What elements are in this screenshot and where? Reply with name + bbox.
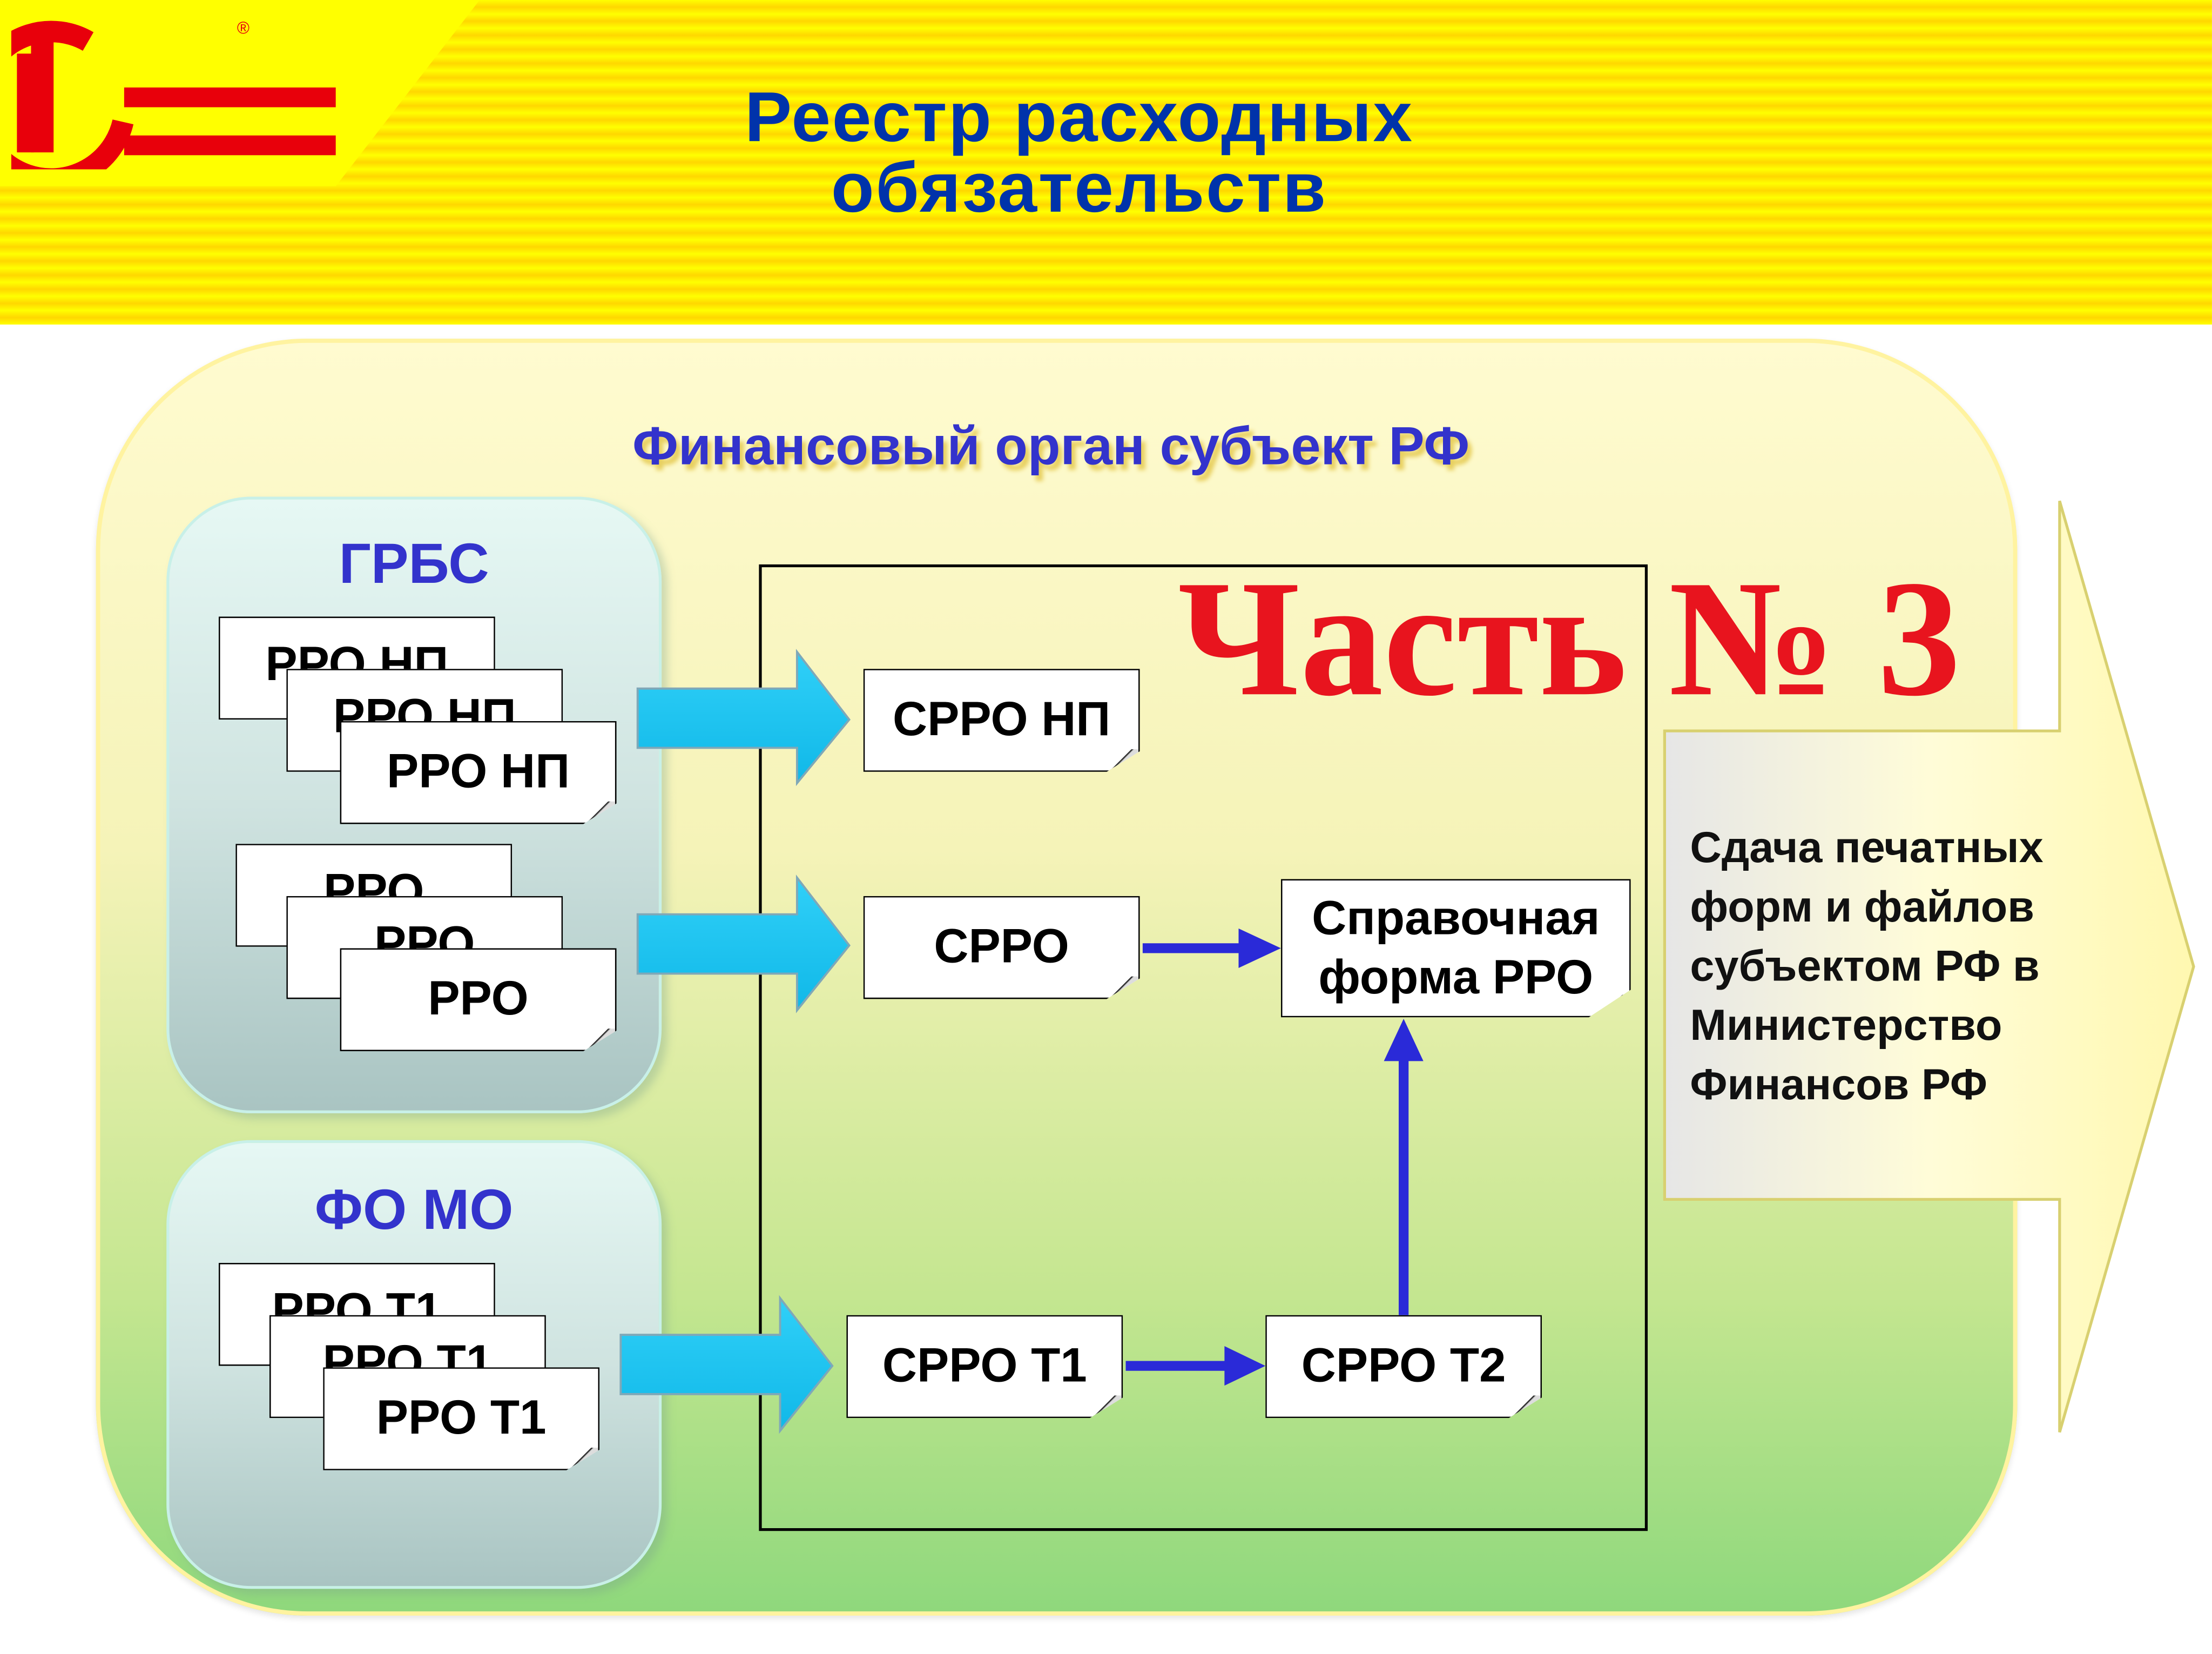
- srro-t2-node: СРРО Т2: [1265, 1315, 1542, 1418]
- cyan-arrow-2: [636, 875, 851, 1013]
- svg-text:®: ®: [237, 19, 249, 38]
- rro-t1-doc: РРО Т1: [323, 1367, 600, 1470]
- title-line-2: обязательств: [831, 148, 1327, 227]
- cyan-arrow-1: [636, 649, 851, 786]
- srro-t1-node: СРРО Т1: [846, 1315, 1123, 1418]
- reference-form-node: Справочная форма РРО: [1280, 879, 1631, 1018]
- title-line-1: Реестр расходных: [744, 77, 1414, 157]
- blue-arrow-t2-to-form: [1384, 1019, 1424, 1315]
- part-label: Часть № 3: [1178, 546, 1961, 731]
- rro-doc: РРО: [340, 948, 617, 1052]
- panel-title: Финансовый орган субъект РФ: [632, 418, 1470, 477]
- rro-np-doc: РРО НП: [340, 721, 617, 824]
- output-text: Сдача печатных форм и файлов субъектом Р…: [1690, 822, 2044, 1110]
- cyan-arrow-3: [619, 1295, 834, 1434]
- page-title: Реестр расходных обязательств: [536, 82, 1622, 223]
- srro-np-node: СРРО НП: [863, 669, 1140, 772]
- fomo-label: ФО МО: [314, 1179, 514, 1242]
- consolidation-frame: [759, 564, 1648, 1531]
- blue-arrow-t1-to-t2: [1125, 1346, 1266, 1386]
- output-arrow: [1663, 500, 2195, 1433]
- srro-node: СРРО: [863, 896, 1140, 999]
- grbs-label: ГРБС: [339, 533, 489, 596]
- 1c-logo: ®: [11, 19, 336, 170]
- blue-arrow-srro-to-form: [1142, 928, 1281, 968]
